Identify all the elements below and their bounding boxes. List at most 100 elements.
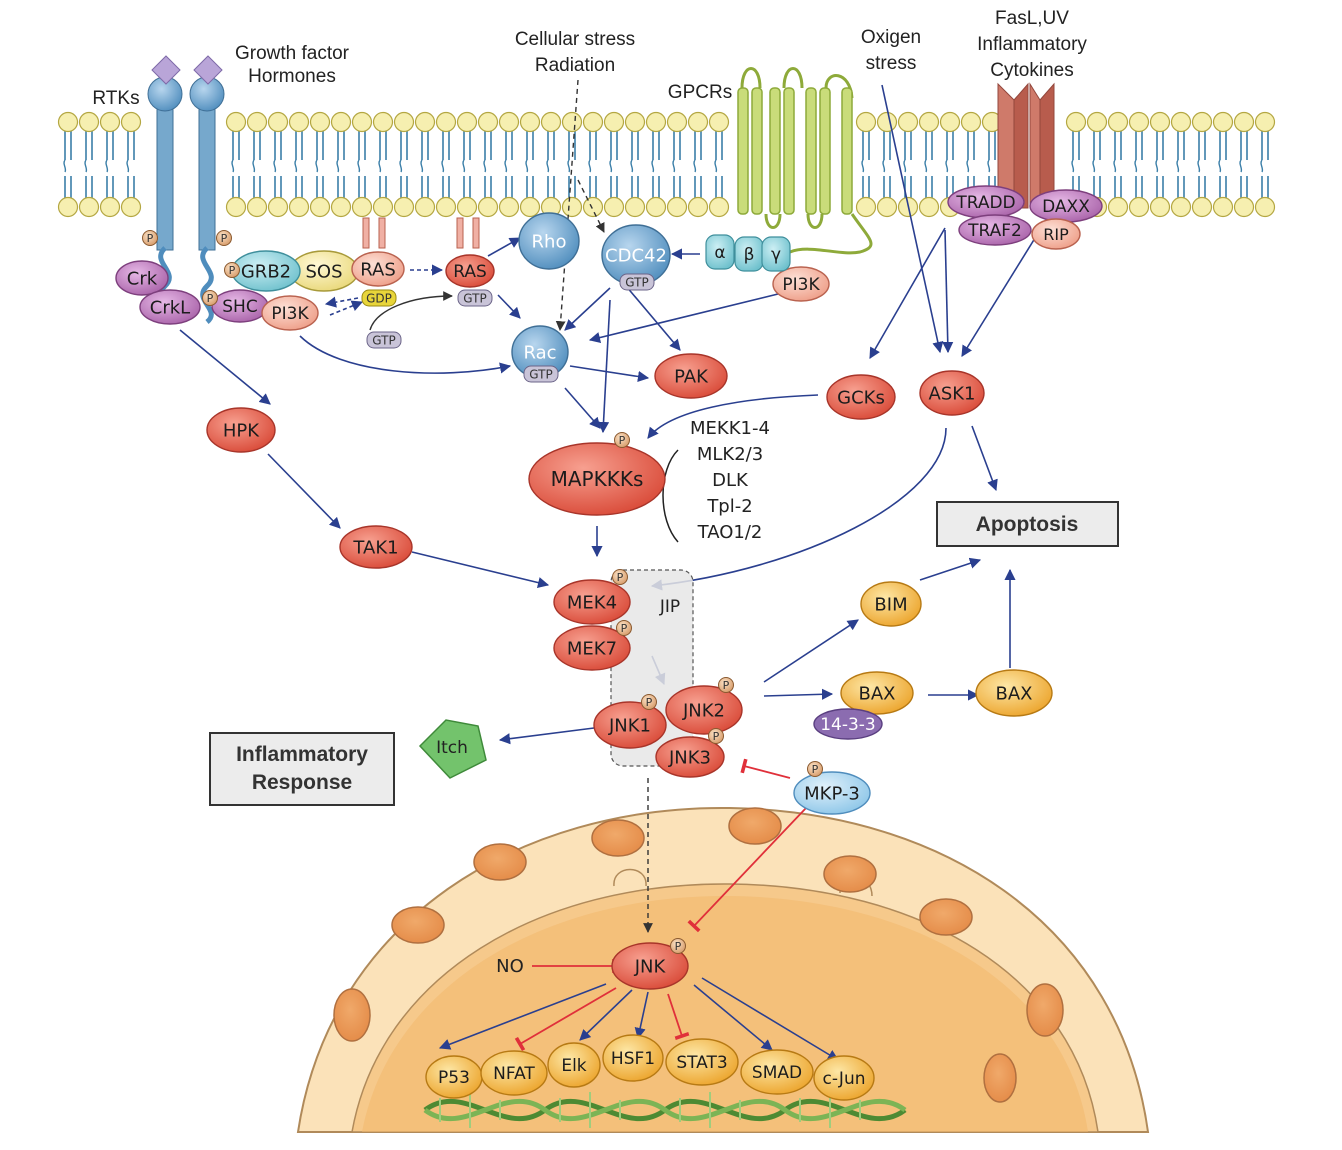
mapkkk-list: MEKK1-4 MLK2/3 DLK Tpl-2 TAO1/2 <box>690 418 770 543</box>
lipid-head <box>687 111 709 133</box>
phospho-label: P <box>619 434 626 447</box>
lipid-head <box>414 111 436 133</box>
lipid-head <box>309 111 331 133</box>
bim-node: BIM <box>860 581 922 627</box>
gcks-node: GCKs <box>826 374 896 420</box>
daxx-node: DAXX <box>1029 189 1103 223</box>
lipid-head <box>708 196 730 218</box>
arrow-gdp-pi3k <box>324 296 359 308</box>
nuclear-pore <box>1026 983 1064 1037</box>
lipid-head <box>351 196 373 218</box>
lipid-head <box>456 196 478 218</box>
mapkkk-bracket <box>662 449 679 543</box>
inhibit-mkp3-jnk <box>687 807 807 933</box>
lipid-head <box>645 196 667 218</box>
arrow-rac-mapkkk <box>564 387 601 429</box>
lipid-head <box>960 111 982 133</box>
lipid-head <box>372 196 394 218</box>
tf-smad-label: SMAD <box>752 1063 802 1083</box>
phospho-marker: P <box>216 230 232 246</box>
phospho-label: P <box>229 264 236 277</box>
lipid-head <box>855 111 877 133</box>
arrow-hpk-tak1 <box>267 453 341 529</box>
ras-active-node: RAS <box>445 254 495 288</box>
lipid-head <box>498 111 520 133</box>
lipid-head <box>1107 196 1129 218</box>
grb2-label: GRB2 <box>241 261 291 282</box>
gtp-ras-pill: GTP <box>457 289 493 307</box>
lipid-head <box>918 196 940 218</box>
lipid-head <box>99 196 121 218</box>
gtp-free-label: GTP <box>372 334 395 348</box>
daxx-label: DAXX <box>1042 197 1090 217</box>
arrow-bim-apoptosis <box>919 557 982 581</box>
mapkkk-item: TAO1/2 <box>697 522 763 543</box>
ras-anchor <box>378 217 386 249</box>
mapkkk-item: Tpl-2 <box>706 496 752 517</box>
phospho-marker: P <box>224 262 240 278</box>
hormones-label: Hormones <box>248 66 336 87</box>
jnk-nuclear-label: JNK <box>634 956 667 977</box>
gtp-ras-label: GTP <box>463 292 486 306</box>
gtp-free-pill: GTP <box>366 331 402 349</box>
arrow-jnk1-itch <box>498 727 595 745</box>
lipid-head <box>330 196 352 218</box>
phospho-label: P <box>617 571 624 584</box>
lipid-head <box>1233 111 1255 133</box>
bax-1-label: BAX <box>859 683 896 704</box>
arrow-daxx-ask1 <box>961 229 1041 357</box>
g-gamma-subunit <box>761 236 791 272</box>
lipid-head <box>372 111 394 133</box>
jnk3-node: JNK3 <box>655 736 725 778</box>
g-beta-label: β <box>744 245 755 265</box>
arrow-oxygen-ask1 <box>881 84 944 354</box>
lipid-head <box>708 111 730 133</box>
lipid-head <box>582 111 604 133</box>
traf2-node: TRAF2 <box>958 214 1032 246</box>
14-3-3-node: 14-3-3 <box>813 708 883 740</box>
lipid-head <box>603 111 625 133</box>
gdp-label: GDP <box>366 292 392 306</box>
lipid-head <box>414 196 436 218</box>
arrow-cdc42-mapkkk <box>597 299 611 434</box>
lipid-head <box>939 111 961 133</box>
lipid-head <box>246 196 268 218</box>
tradd-node: TRADD <box>947 185 1025 219</box>
lipid-head <box>1086 111 1108 133</box>
jnk2-label: JNK2 <box>682 700 725 721</box>
arrow-stress-rac <box>555 79 579 331</box>
inflammatory-response-box: Inflammatory Response <box>209 732 395 806</box>
tf-cjun-label: c-Jun <box>823 1069 866 1089</box>
phospho-marker: P <box>142 230 158 246</box>
jnk3-label: JNK3 <box>668 747 711 768</box>
gpcrs-label: GPCRs <box>668 82 732 103</box>
jnk2-node: JNK2 <box>665 685 743 735</box>
lipid-head <box>477 111 499 133</box>
jip-label: JIP <box>659 597 680 617</box>
arrow-cdc42-pak <box>625 285 681 351</box>
tf-nfat-node: NFAT <box>480 1050 548 1096</box>
ras-left-node: RAS <box>351 251 405 287</box>
growth-factor-ligand <box>151 55 181 85</box>
no-label: NO <box>496 956 524 977</box>
mek4-node: MEK4 <box>553 579 631 625</box>
rtks-label: RTKs <box>92 88 139 109</box>
itch-label: Itch <box>436 738 468 758</box>
tak1-node: TAK1 <box>339 525 413 569</box>
tf-nfat-label: NFAT <box>493 1064 535 1084</box>
lipid-head <box>1128 111 1150 133</box>
cell-nucleus <box>296 806 1150 1133</box>
lipid-head <box>1065 111 1087 133</box>
lipid-head <box>1170 111 1192 133</box>
lipid-head <box>498 196 520 218</box>
nuclear-pore <box>983 1053 1017 1103</box>
crkl-node: CrkL <box>139 289 201 325</box>
jnk1-label: JNK1 <box>608 715 651 736</box>
lipid-head <box>855 196 877 218</box>
ras-anchor <box>472 217 480 249</box>
jnk-nuclear-node: JNK <box>611 942 689 990</box>
arrow-gcks-mapkkk <box>647 394 819 439</box>
g-gamma-label: γ <box>771 245 781 265</box>
stress-label: stress <box>866 53 917 74</box>
